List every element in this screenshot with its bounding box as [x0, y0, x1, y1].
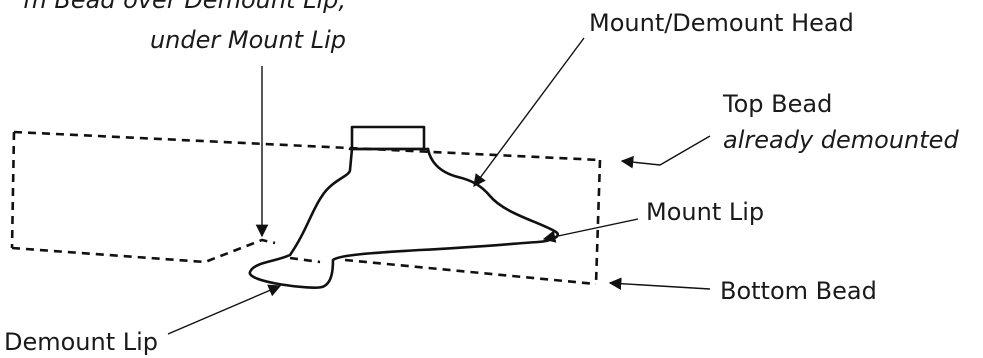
tire-bottom-edge-left [11, 238, 276, 264]
arrow-mount-lip [542, 218, 639, 243]
tire-right-edge [594, 159, 602, 285]
label-top-bead: Top Bead [722, 90, 832, 118]
arrow-mount-demount-head [473, 37, 585, 188]
tire-outline [10, 130, 602, 286]
tire-bottom-bead-segment [289, 256, 321, 264]
label-top-bead-note: already demounted [723, 126, 959, 154]
arrow-top-bead [620, 135, 711, 169]
label-bead-over-demount-line2: under Mount Lip [150, 26, 346, 54]
head-body [248, 147, 559, 289]
label-bead-over-demount-line1: m Bead over Demount Lip, [23, 0, 346, 14]
tire-left-edge [10, 131, 16, 249]
arrows [167, 37, 711, 335]
label-mount-lip: Mount Lip [646, 198, 764, 226]
mount-demount-head [248, 125, 559, 289]
tire-top-edge [13, 130, 601, 162]
arrow-demount-lip [167, 284, 282, 335]
label-mount-demount-head: Mount/Demount Head [589, 9, 854, 37]
head-top-cap [350, 125, 426, 151]
arrow-bottom-bead [608, 277, 711, 290]
label-demount-lip: Demount Lip [4, 328, 158, 356]
label-bottom-bead: Bottom Bead [720, 277, 877, 305]
tire-bottom-edge-right [344, 258, 597, 286]
labels: m Bead over Demount Lip, under Mount Lip… [4, 0, 959, 356]
